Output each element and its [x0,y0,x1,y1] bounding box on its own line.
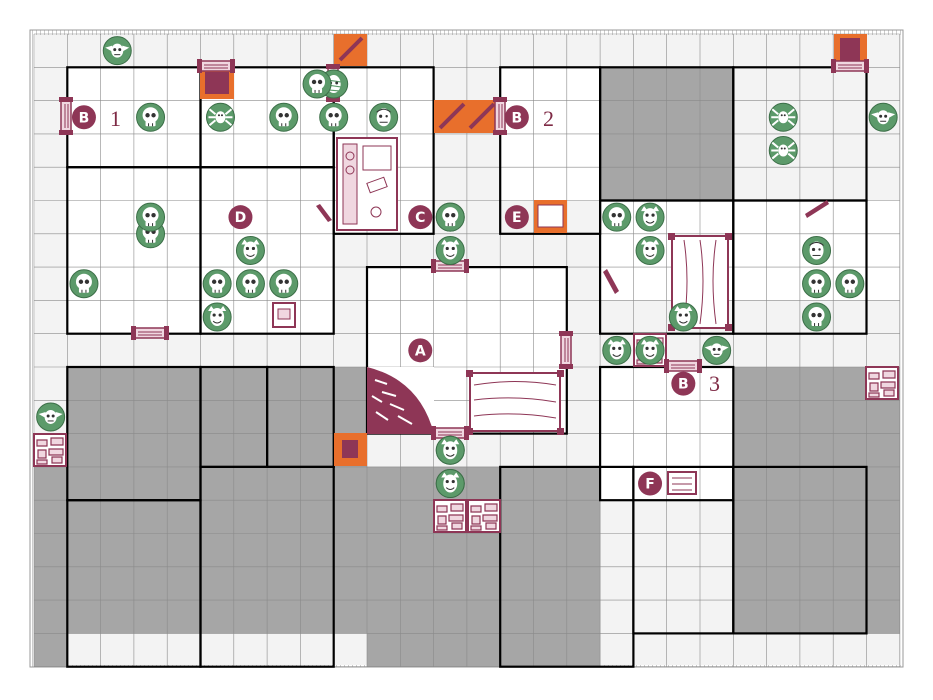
marker-letter: D [235,210,247,226]
room-wall [199,465,335,668]
orc-icon[interactable] [435,235,465,265]
skeleton-icon[interactable] [302,69,332,99]
room-wall [199,166,335,335]
orc-icon[interactable] [635,235,665,265]
chest-f[interactable] [667,471,697,495]
orc-icon[interactable] [635,335,665,365]
marker-badge [671,371,696,396]
goblin-icon[interactable] [102,36,132,66]
goblin-icon[interactable] [868,102,898,132]
orc-icon[interactable] [668,302,698,332]
marker-letter: F [645,477,655,493]
room-wall [732,465,868,635]
rubble-block[interactable] [467,499,501,533]
goblin-icon[interactable] [36,402,66,432]
skeleton-icon[interactable] [202,269,232,299]
skeleton-icon[interactable] [269,269,299,299]
solid-rock [500,466,601,634]
door[interactable] [558,330,574,370]
orc-icon[interactable] [602,335,632,365]
skeleton-icon[interactable] [835,269,865,299]
skeleton-icon[interactable] [802,269,832,299]
door[interactable] [492,96,508,136]
room-wall [332,66,435,235]
marker-badge [504,105,529,130]
marker-b3[interactable]: B [671,371,696,396]
orc-icon[interactable] [435,469,465,499]
marker-c[interactable]: C [408,205,433,230]
spider-icon[interactable] [768,135,799,166]
trap-tile[interactable] [434,100,500,133]
room-label-2: 2 [543,106,554,131]
trap-layer [200,34,867,466]
marker-badge [408,205,433,230]
marker-badge [638,471,663,496]
marker-d[interactable]: D [228,205,253,230]
marker-letter: E [512,210,522,226]
marker-b2[interactable]: B [504,105,529,130]
marker-b1[interactable]: B [71,105,96,130]
solid-rock [866,400,900,634]
skeleton-icon[interactable] [136,102,166,132]
weapon-rack-3 [805,200,829,218]
skeleton-icon[interactable] [435,202,465,232]
treasure-chest[interactable] [272,302,296,328]
wooden-table-a[interactable] [466,370,564,435]
marker-layer: A B B B C D E F [71,105,696,496]
marker-letter: B [678,377,689,393]
marker-e[interactable]: E [504,205,529,230]
marker-f[interactable]: F [638,471,663,496]
door[interactable] [663,358,703,374]
spider-icon[interactable] [768,102,799,133]
skeleton-icon[interactable] [802,302,832,332]
skeleton-icon[interactable] [269,102,299,132]
room-label-1: 1 [110,106,121,131]
skeleton-icon[interactable] [136,202,166,232]
stairway[interactable] [367,367,434,434]
marker-letter: C [415,210,425,226]
marker-letter: B [512,110,523,126]
marker-badge [504,205,529,230]
orc-icon[interactable] [635,202,665,232]
skeleton-icon[interactable] [235,269,265,299]
door[interactable] [830,58,870,74]
zombie-icon[interactable] [802,235,832,265]
marker-letter: B [79,110,90,126]
skeleton-icon[interactable] [69,269,99,299]
weapon-rack-2 [603,269,619,294]
spider-icon[interactable] [205,102,236,133]
alchemist-bench[interactable] [336,137,398,231]
goblin-icon[interactable] [702,335,732,365]
marker-badge [71,105,96,130]
skeleton-icon[interactable] [319,102,349,132]
door[interactable] [130,325,170,341]
orc-icon[interactable] [202,302,232,332]
rubble-block[interactable] [433,499,467,533]
room-label-3: 3 [709,371,720,396]
marker-badge [408,338,433,363]
weapon-rack-1 [316,204,332,222]
skeleton-icon[interactable] [602,202,632,232]
orc-icon[interactable] [435,435,465,465]
door[interactable] [196,58,236,74]
orc-icon[interactable] [235,235,265,265]
zombie-icon[interactable] [369,102,399,132]
rubble-block[interactable] [33,433,67,467]
rubble-block[interactable] [865,366,899,400]
marker-letter: A [415,343,426,359]
door[interactable] [58,96,74,136]
marker-badge [228,205,253,230]
marker-a[interactable]: A [408,338,433,363]
room-wall [732,199,868,335]
